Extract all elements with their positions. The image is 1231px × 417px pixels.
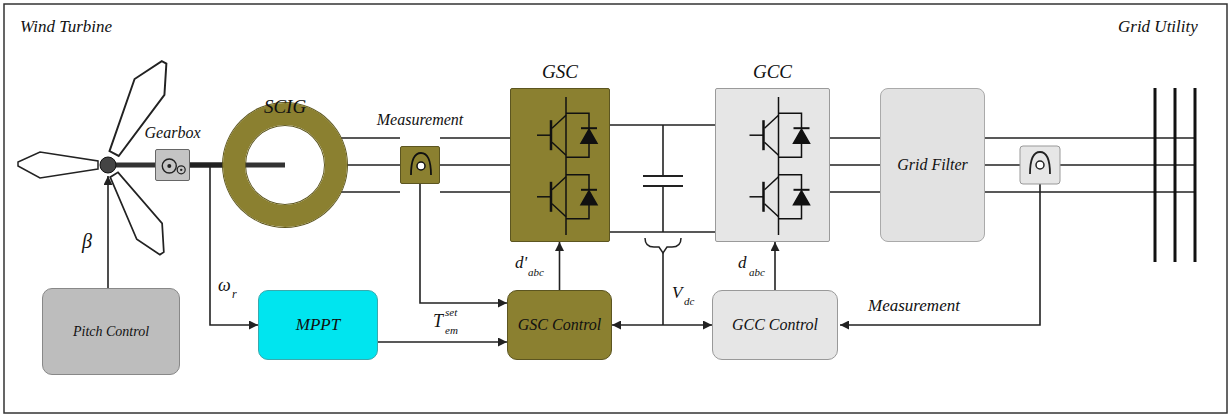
component-label: Wind Turbine bbox=[20, 18, 112, 37]
signal-subscript: em bbox=[445, 324, 458, 336]
grid-busbars bbox=[1155, 88, 1195, 262]
converter-box: GSC bbox=[510, 88, 610, 242]
control-box: GCC Control bbox=[712, 290, 838, 360]
igbt-symbol bbox=[716, 89, 831, 243]
signal-arrow bbox=[612, 324, 712, 326]
component-label: Gearbox bbox=[145, 124, 201, 142]
box-label: GSC Control bbox=[518, 316, 601, 334]
vdc-line bbox=[662, 253, 664, 325]
signal-name: Measurement bbox=[868, 297, 960, 316]
signal-name: β bbox=[82, 230, 92, 252]
control-box: MPPT bbox=[258, 290, 378, 360]
meas-symbol bbox=[401, 147, 441, 185]
igbt-symbol bbox=[511, 89, 611, 243]
wire bbox=[440, 138, 510, 192]
control-box: GSC Control bbox=[507, 290, 612, 360]
dc-capacitor bbox=[643, 125, 683, 232]
signal-arrow bbox=[774, 242, 776, 290]
filter-box: Grid Filter bbox=[880, 88, 985, 242]
pitch-arrow bbox=[107, 176, 109, 288]
signal-name: d' bbox=[515, 254, 527, 273]
signal-subscript: abc bbox=[528, 266, 544, 278]
bracket bbox=[645, 238, 681, 253]
signal-arrow bbox=[559, 242, 561, 290]
signal-subscript: abc bbox=[749, 266, 765, 278]
component-label: GSC bbox=[542, 62, 578, 83]
signal-subscript: dc bbox=[684, 295, 694, 307]
signal-name: d bbox=[738, 254, 747, 273]
turbine-blades bbox=[18, 54, 178, 261]
component-label: Measurement bbox=[377, 111, 464, 129]
control-box: Pitch Control bbox=[42, 288, 180, 375]
signal-arrow bbox=[420, 184, 507, 303]
signal-arrow bbox=[190, 165, 258, 325]
wire bbox=[610, 125, 715, 232]
converter-box: GCC bbox=[715, 88, 830, 242]
box-label: Grid Filter bbox=[897, 156, 968, 174]
component-label: GCC bbox=[753, 62, 792, 83]
measurement-box: Measurement bbox=[400, 146, 440, 184]
box-label: Pitch Control bbox=[73, 324, 149, 339]
wire bbox=[830, 138, 880, 192]
box-label: GCC Control bbox=[732, 316, 818, 334]
signal-subscript: r bbox=[232, 288, 237, 301]
signal-name: V bbox=[672, 284, 682, 303]
grid-measurement-sensor bbox=[1020, 146, 1060, 184]
wire bbox=[341, 138, 400, 192]
box-label: MPPT bbox=[296, 316, 340, 335]
frame bbox=[4, 4, 1227, 413]
hub bbox=[100, 157, 116, 173]
component-label: SCIG bbox=[264, 97, 306, 118]
signal-name: ω bbox=[218, 276, 231, 296]
component-label: Grid Utility bbox=[1118, 18, 1198, 37]
signal-superscript: set bbox=[445, 306, 457, 318]
signal-name: T bbox=[433, 312, 443, 332]
gear-symbol bbox=[156, 150, 191, 182]
generator-ring: SCIG bbox=[223, 103, 347, 227]
grid-lines bbox=[985, 138, 1195, 192]
signal-arrow bbox=[378, 341, 507, 343]
gearbox-box: Gearbox bbox=[155, 149, 190, 181]
